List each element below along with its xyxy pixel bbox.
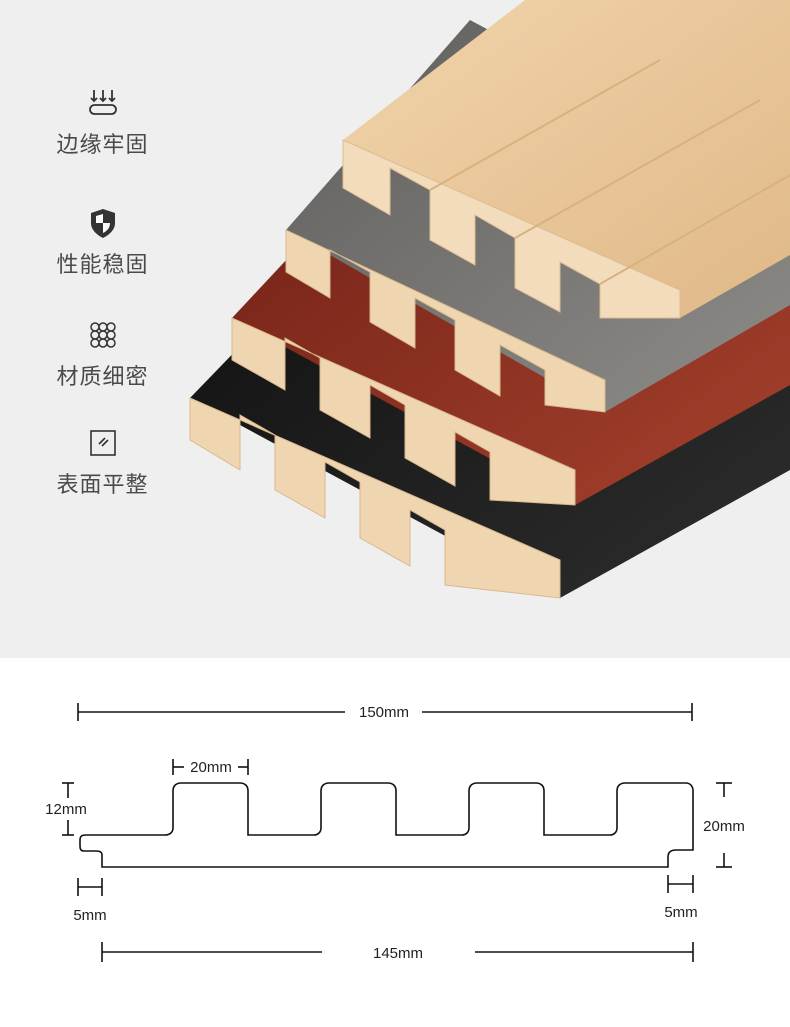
panel-profile	[79, 782, 694, 868]
feature-edge-firm: 边缘牢固	[40, 85, 165, 159]
groove-depth-label: 12mm	[45, 801, 87, 818]
flat-surface-icon	[89, 430, 116, 456]
texture-icon	[89, 322, 116, 348]
thickness-label: 20mm	[703, 818, 745, 835]
feature-label: 表面平整	[56, 473, 149, 498]
feature-stable: 性能稳固	[40, 205, 165, 279]
feature-fine-texture: 材质细密	[40, 317, 165, 391]
total-width-label: 150mm	[359, 704, 409, 721]
wall-panel-boards	[189, 0, 790, 599]
tongue-right-label: 5mm	[664, 904, 697, 921]
face-width-label: 145mm	[373, 945, 423, 962]
shield-icon	[90, 209, 115, 238]
dimension-diagram: 150mm 20mm 12mm 20mm 5mm 5mm 145mm	[0, 658, 790, 1023]
groove-width-label: 20mm	[190, 759, 232, 776]
profile-drawing: 150mm 20mm 12mm 20mm 5mm 5mm 145mm	[45, 703, 745, 962]
product-hero: 边缘牢固 性能稳固 材质细密	[0, 0, 790, 658]
clamp-icon	[88, 90, 117, 115]
oak-board	[342, 0, 790, 319]
feature-label: 边缘牢固	[56, 133, 149, 158]
feature-label: 材质细密	[56, 365, 149, 390]
feature-flat-surface: 表面平整	[40, 425, 165, 499]
feature-label: 性能稳固	[56, 253, 149, 278]
tongue-left-label: 5mm	[73, 907, 106, 924]
